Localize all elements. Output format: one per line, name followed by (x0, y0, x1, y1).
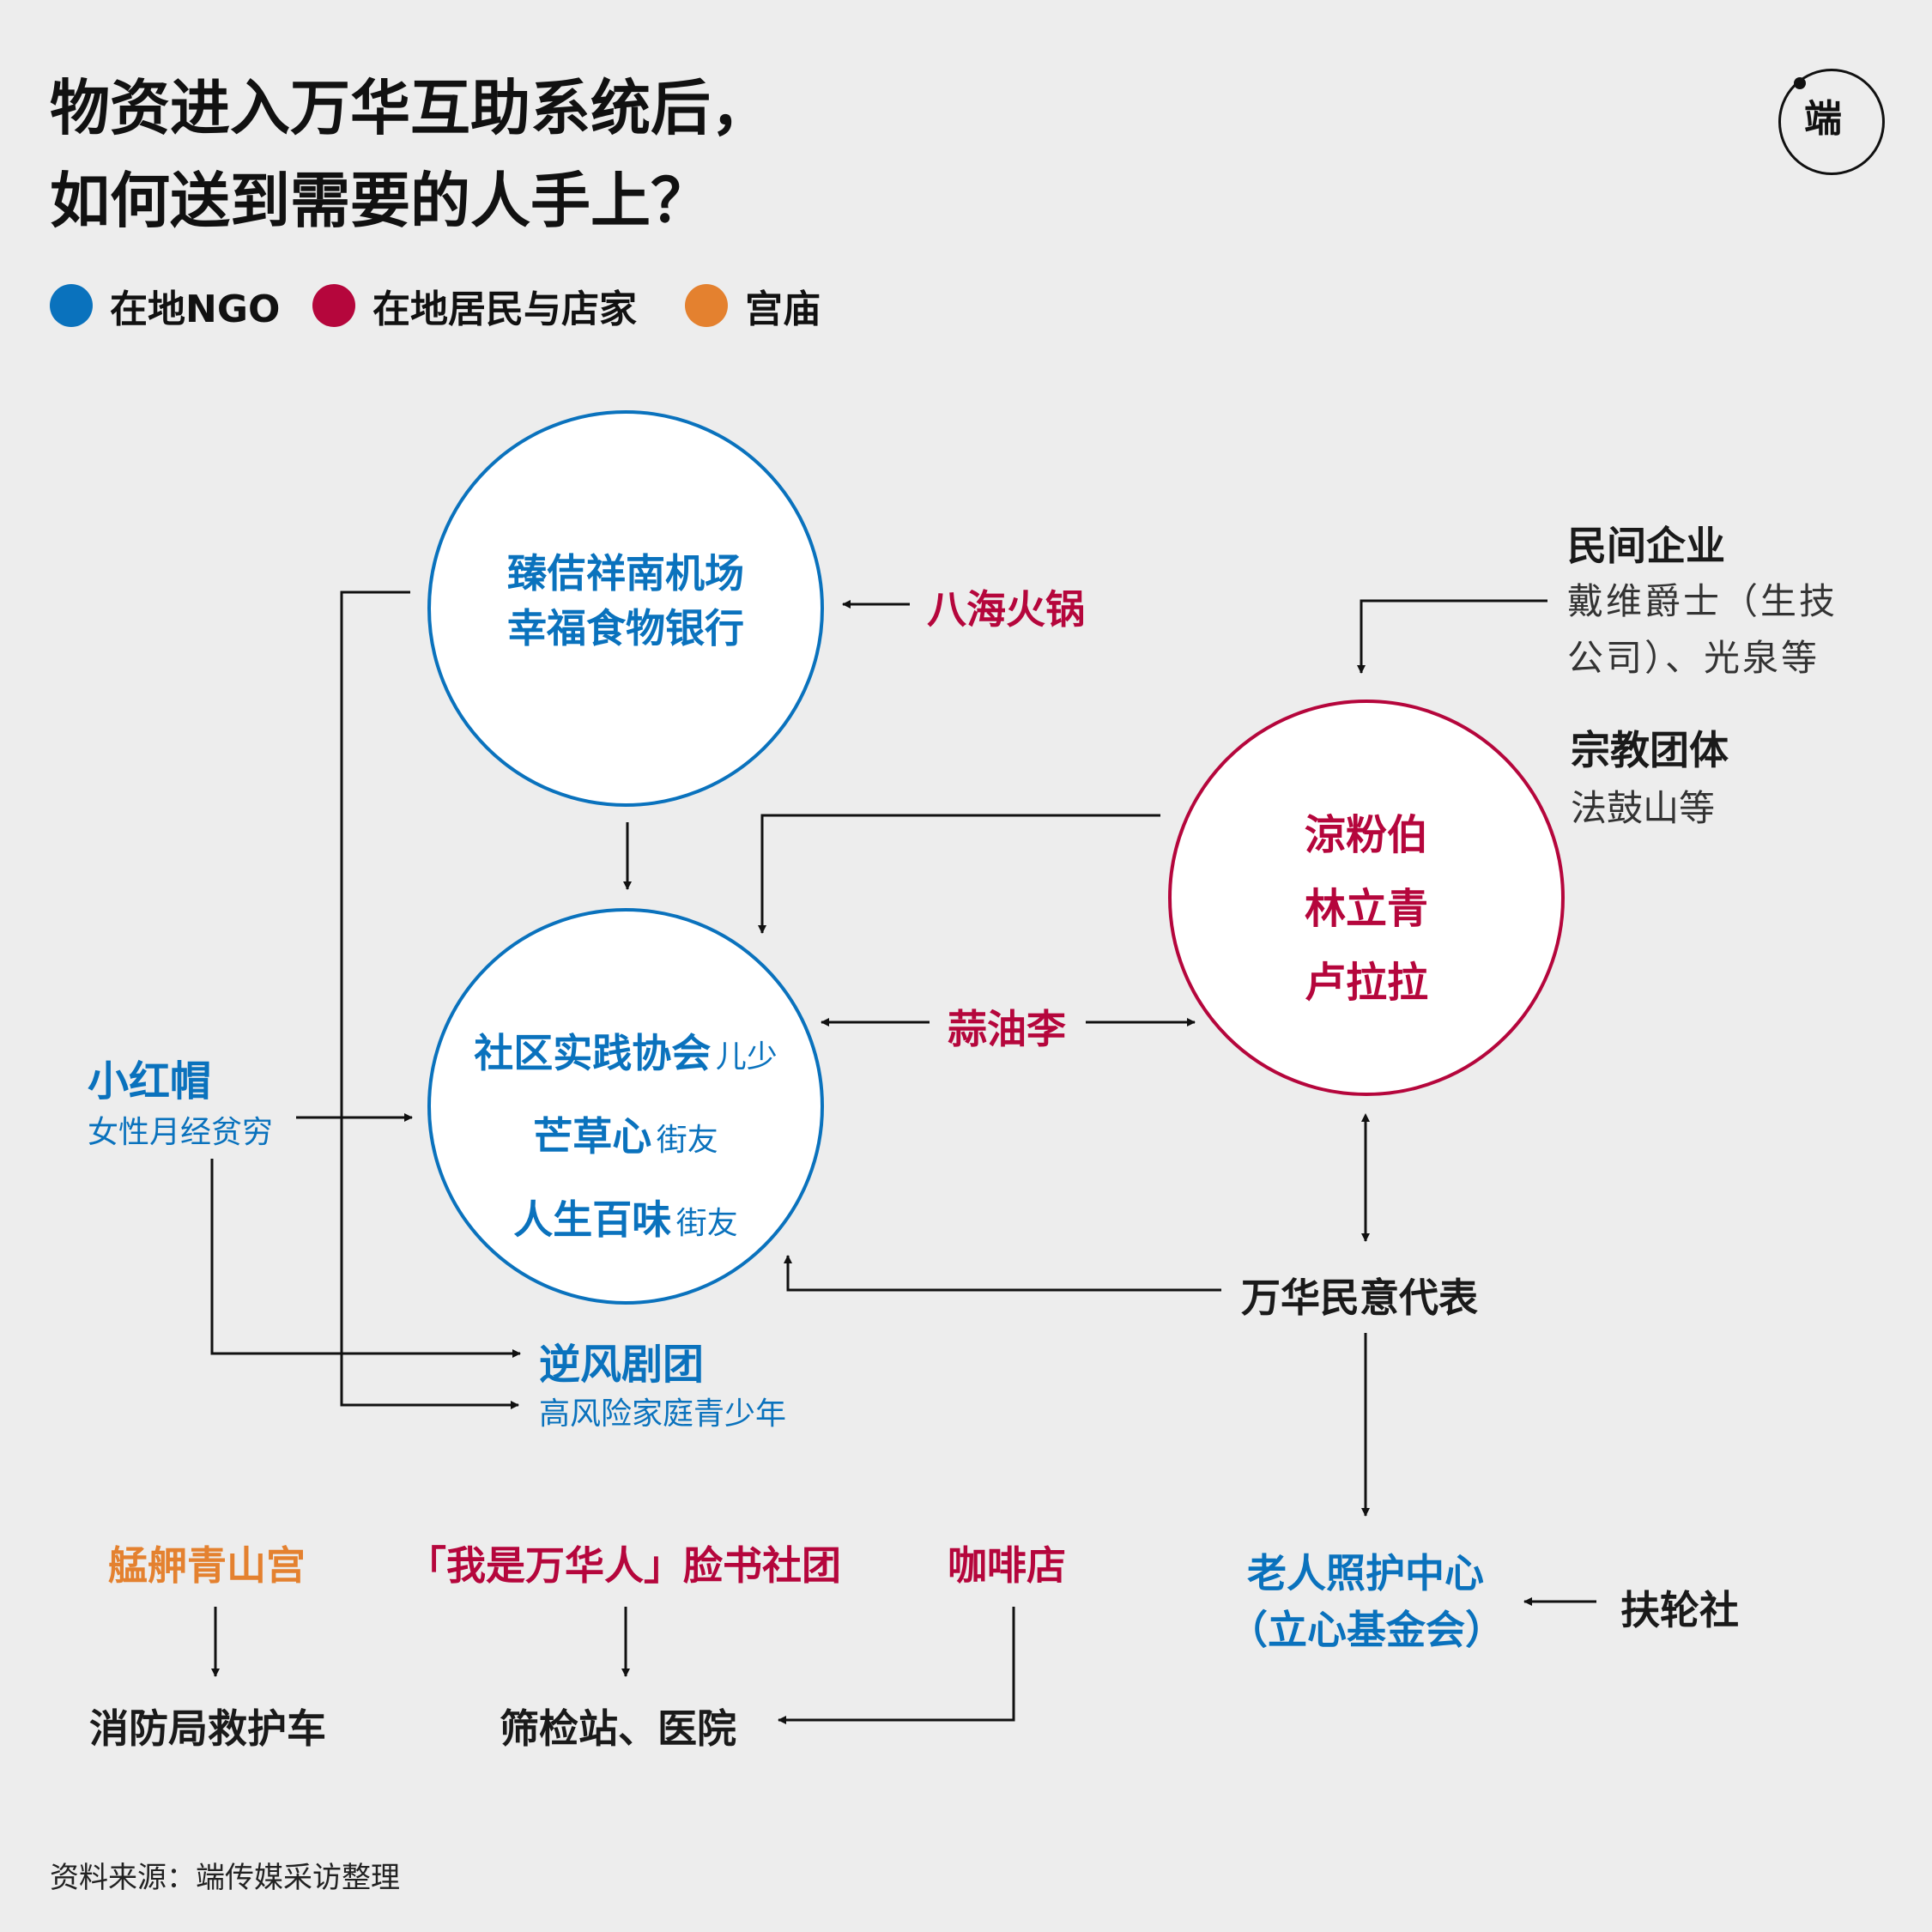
title-line-1: 物资进入万华互助系统后， (50, 73, 771, 143)
legend-item-ngo: 在地NGO (50, 278, 280, 333)
arrow-councilor-ngo (784, 1255, 1221, 1292)
legend-label-temple: 宫庙 (745, 288, 821, 331)
legend-label-ngo: 在地NGO (110, 288, 281, 331)
elderly-node: 老人照护中心 （立心基金会） (1228, 1545, 1505, 1658)
wheel-node: 扶轮社 (1620, 1587, 1739, 1633)
foodbank-circle (427, 410, 824, 807)
redhat-desc: 女性月经贫穷 (88, 1115, 274, 1150)
arrow-cafe-screening (778, 1607, 1015, 1724)
company-title: 民间企业 (1567, 523, 1725, 569)
arrow-foodbank-troupe (340, 591, 519, 1409)
screening-node: 筛检站、医院 (500, 1705, 736, 1752)
redhat-title: 小红帽 (88, 1057, 212, 1105)
ngo-item-1: 社区实践协会 儿少 (437, 1016, 815, 1099)
foodbank-node: 臻佶祥南机场 幸福食物银行 (454, 546, 797, 656)
company-desc-line-2: 公司）、光泉等 (1567, 637, 1820, 679)
ngo-item-1-note: 儿少 (715, 1039, 778, 1075)
source-note: 资料来源：端传媒采访整理 (50, 1861, 400, 1895)
company-desc-line-1: 戴维爵士（生技 (1567, 580, 1838, 622)
company-desc: 戴维爵士（生技 公司）、光泉等 (1567, 573, 1838, 687)
legend-item-temple: 宫庙 (685, 278, 821, 333)
ngo-item-2-note: 街友 (656, 1123, 718, 1158)
residents-node: 涼粉伯 林立青 卢拉拉 (1238, 798, 1495, 1020)
troupe-title: 逆风剧团 (539, 1341, 705, 1389)
foodbank-line-2: 幸福食物银行 (507, 605, 744, 651)
arrow-residents-ngo (758, 814, 1160, 934)
ngo-group-circle (427, 908, 824, 1305)
logo-mark: 端 (1804, 97, 1844, 141)
resident-2: 林立青 (1304, 885, 1428, 933)
hotpot-node: 八海火锅 (927, 586, 1085, 633)
ngo-item-3-note: 街友 (675, 1206, 738, 1241)
resident-3: 卢拉拉 (1304, 959, 1428, 1007)
fire-node: 消防局救护车 (89, 1705, 326, 1752)
title-line-2: 如何送到需要的人手上？ (50, 166, 711, 236)
page-title: 物资进入万华互助系统后， 如何送到需要的人手上？ (50, 62, 771, 247)
legend-swatch-residents (312, 284, 355, 327)
legend-swatch-ngo (50, 284, 93, 327)
ngo-item-3-name: 人生百味 (513, 1196, 672, 1243)
arrow-company-residents (1357, 599, 1547, 674)
resident-1: 涼粉伯 (1304, 811, 1428, 859)
logo-dot (1794, 77, 1806, 89)
ngo-item-2: 芒草心 街友 (437, 1099, 815, 1183)
troupe-desc: 高风险家庭青少年 (539, 1396, 787, 1432)
religion-title: 宗教团体 (1571, 727, 1729, 773)
elderly-line-1: 老人照护中心 (1247, 1550, 1484, 1596)
temple-node: 艋舺青山宫 (108, 1542, 306, 1589)
religion-desc: 法鼓山等 (1571, 787, 1716, 829)
ngo-item-1-name: 社区实践协会 (474, 1030, 712, 1076)
suanyouli-node: 蒜油李 (948, 1006, 1066, 1052)
legend-item-residents: 在地居民与店家 (312, 278, 637, 333)
arrow-redhat-troupe (210, 1159, 521, 1358)
ngo-item-2-name: 芒草心 (533, 1113, 652, 1160)
ngo-group-node: 社区实践协会 儿少 芒草心 街友 人生百味 街友 (437, 1016, 815, 1266)
legend-swatch-temple (685, 284, 728, 327)
councilor-node: 万华民意代表 (1241, 1275, 1478, 1321)
brand-logo (1778, 69, 1885, 175)
cafe-node: 咖啡店 (948, 1542, 1066, 1589)
foodbank-line-1: 臻佶祥南机场 (507, 550, 744, 597)
residents-circle (1168, 700, 1565, 1096)
elderly-line-2: （立心基金会） (1228, 1607, 1505, 1653)
ngo-item-3: 人生百味 街友 (437, 1183, 815, 1266)
legend-label-residents: 在地居民与店家 (372, 288, 637, 331)
fbgroup-node: 「我是万华人」脸书社团 (407, 1542, 841, 1589)
